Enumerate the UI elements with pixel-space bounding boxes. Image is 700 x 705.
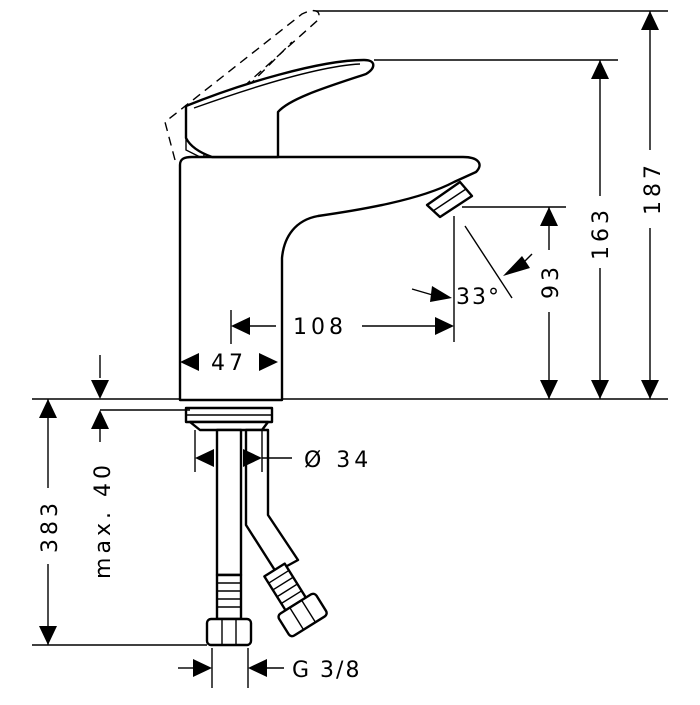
label-383: 383	[38, 499, 63, 553]
dimension-187: 187	[316, 10, 668, 399]
label-g-3-8: G 3/8	[292, 658, 361, 683]
aerator-line	[432, 188, 467, 212]
lever-base	[185, 138, 201, 158]
dimension-g-3-8: G 3/8	[178, 648, 361, 688]
right-fitting	[263, 562, 328, 638]
dimension-163: 163	[374, 59, 618, 399]
faucet-body	[178, 155, 481, 402]
dimension-max-40: max. 40	[91, 355, 190, 579]
dimension-33-degrees: 33°	[411, 216, 533, 342]
dimension-383: 383	[32, 399, 207, 646]
dimension-93: 93	[462, 206, 566, 399]
label-93: 93	[539, 263, 564, 299]
faucet-outline	[164, 9, 481, 647]
label-47: 47	[211, 351, 247, 376]
label-33-degrees: 33°	[456, 285, 501, 310]
supply-hose-left	[215, 428, 243, 577]
left-fitting	[205, 573, 253, 647]
dimension-108: 108	[230, 310, 454, 344]
label-163: 163	[589, 206, 614, 260]
lever-handle	[184, 58, 375, 159]
label-max-40: max. 40	[91, 461, 116, 579]
lever-highlight	[193, 63, 361, 109]
label-108: 108	[293, 315, 347, 340]
dimension-diameter-34: Ø 34	[194, 430, 372, 473]
label-diameter-34: Ø 34	[304, 448, 372, 473]
supply-hose-right	[244, 428, 300, 574]
label-187: 187	[641, 161, 666, 215]
dimension-47: 47	[180, 351, 278, 376]
